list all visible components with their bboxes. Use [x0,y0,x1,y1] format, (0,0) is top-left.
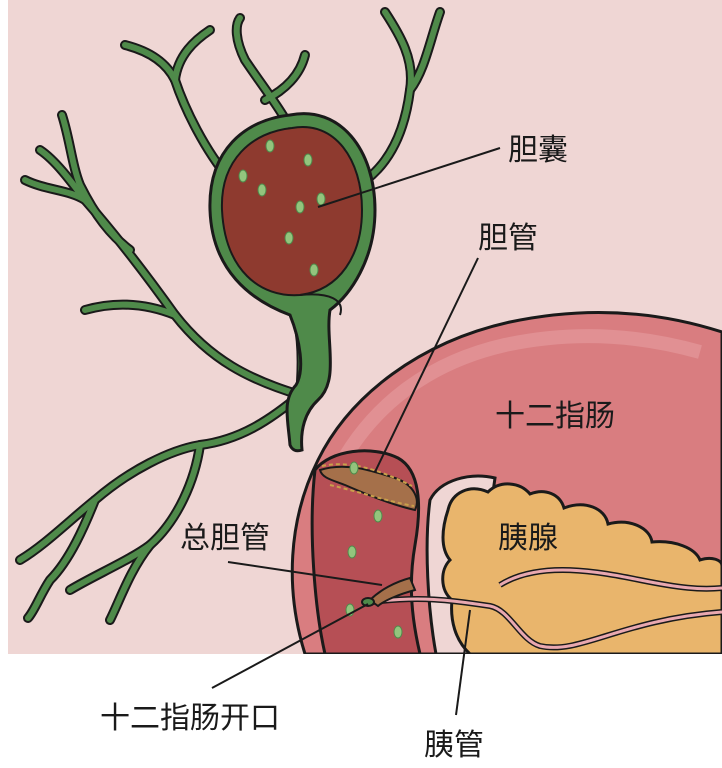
label-pancreas: 胰腺 [498,521,558,556]
gallbladder-particles [238,139,326,277]
leader-common-bile-duct [227,561,383,586]
label-common-bile-duct: 总胆管 [180,521,270,556]
label-pancreatic-duct: 胰管 [424,728,484,763]
label-bile-duct: 胆管 [478,221,538,256]
leader-lines [211,147,501,716]
leader-bile-duct [374,257,479,473]
bottom-band [0,654,722,768]
label-duodenal-opening: 十二指肠开口 [100,701,280,736]
leader-pancreatic-duct [455,609,471,716]
leader-gallbladder [317,147,501,208]
label-gallbladder: 胆囊 [508,133,568,168]
bile-duct-in-duodenum [318,461,418,639]
duodenal-opening-mark [361,597,375,607]
pancreatic-duct [371,566,722,651]
label-duodenum: 十二指肠 [495,399,615,434]
gallbladder [208,112,377,453]
leader-duodenal-opening [211,603,369,689]
